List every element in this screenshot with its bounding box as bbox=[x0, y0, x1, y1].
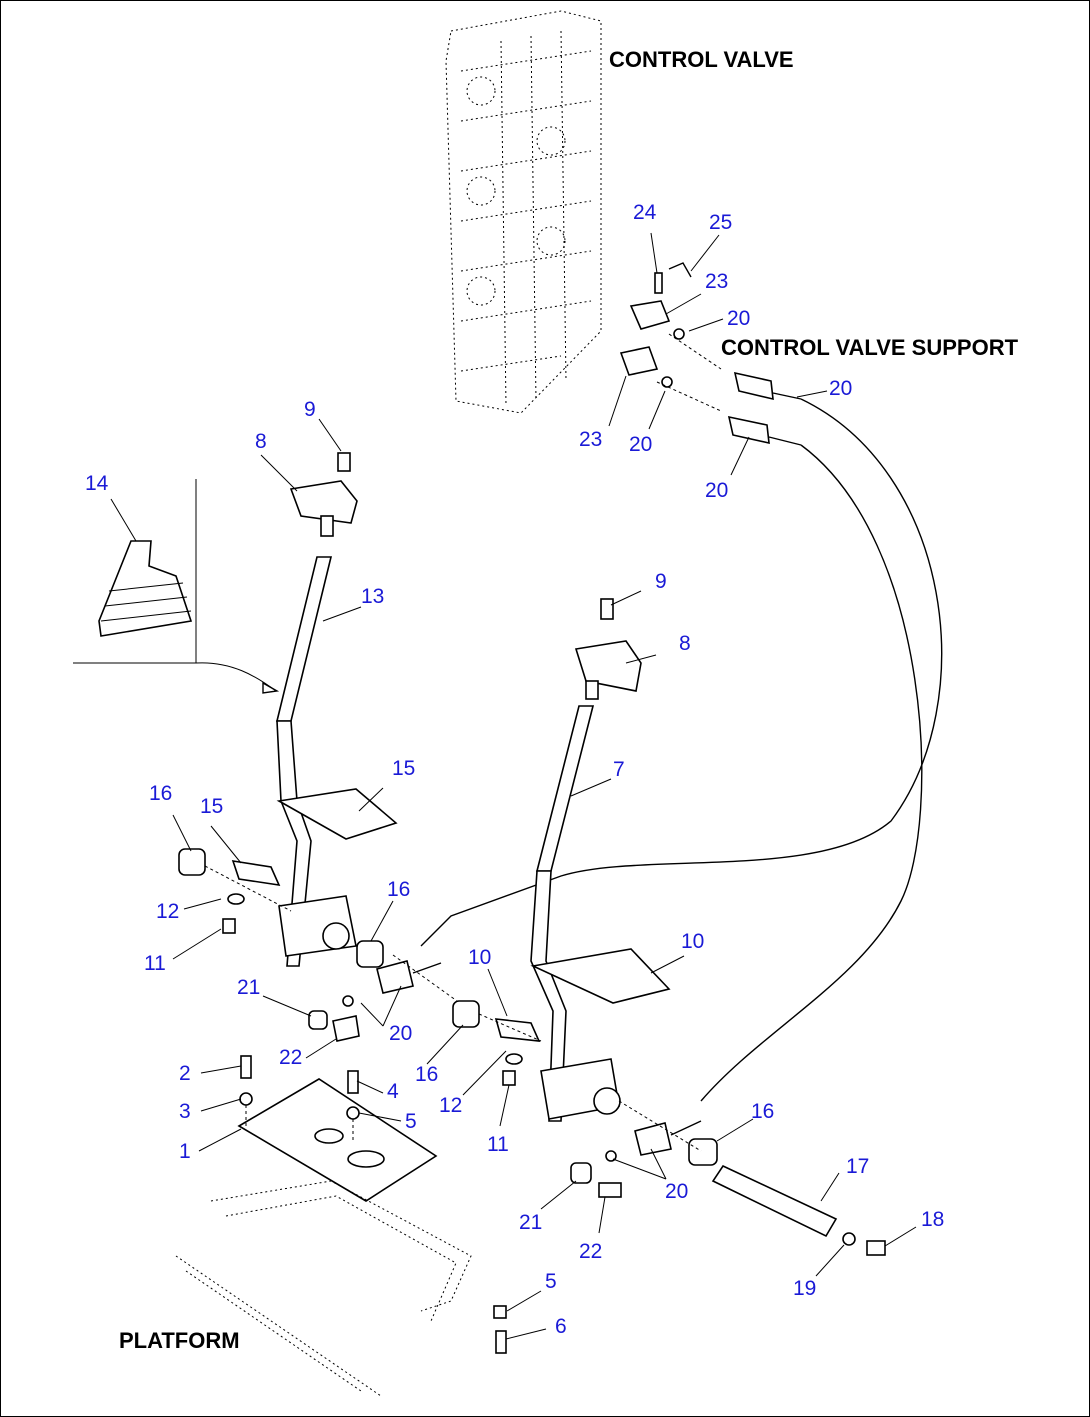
callout-23: 23 bbox=[705, 270, 729, 293]
callout-14: 14 bbox=[85, 472, 109, 495]
callout-18: 18 bbox=[921, 1208, 945, 1231]
callout-20: 20 bbox=[389, 1022, 413, 1045]
callout-17: 17 bbox=[846, 1155, 870, 1178]
callout-21: 21 bbox=[237, 976, 261, 999]
callout-10: 10 bbox=[468, 946, 492, 969]
callout-24: 24 bbox=[633, 201, 657, 224]
callout-20: 20 bbox=[727, 307, 751, 330]
control-valve-drawing bbox=[445, 10, 602, 414]
callout-11: 11 bbox=[144, 952, 166, 975]
left-lever-assembly bbox=[178, 452, 472, 1042]
callout-7: 7 bbox=[613, 758, 625, 781]
callout-9: 9 bbox=[655, 570, 667, 593]
caption-control-valve: CONTROL VALVE bbox=[609, 47, 794, 72]
callout-9: 9 bbox=[304, 398, 316, 421]
callout-16: 16 bbox=[387, 878, 411, 901]
callout-5: 5 bbox=[545, 1270, 557, 1293]
callout-2: 2 bbox=[179, 1062, 191, 1085]
callout-8: 8 bbox=[679, 632, 691, 655]
base-plate-and-platform bbox=[175, 1055, 507, 1397]
callout-20: 20 bbox=[665, 1180, 689, 1203]
callout-15: 15 bbox=[392, 757, 416, 780]
callout-22: 22 bbox=[579, 1240, 603, 1263]
callout-6: 6 bbox=[555, 1315, 567, 1338]
callout-16: 16 bbox=[415, 1063, 439, 1086]
caption-platform: PLATFORM bbox=[119, 1328, 240, 1353]
callout-16: 16 bbox=[751, 1100, 775, 1123]
callout-13: 13 bbox=[361, 585, 385, 608]
callout-4: 4 bbox=[387, 1080, 399, 1103]
leader-lines bbox=[110, 232, 917, 1340]
callout-16: 16 bbox=[149, 782, 173, 805]
callout-8: 8 bbox=[255, 430, 267, 453]
callout-20: 20 bbox=[629, 433, 653, 456]
callout-20: 20 bbox=[705, 479, 729, 502]
callout-15: 15 bbox=[200, 795, 224, 818]
callout-1: 1 bbox=[179, 1140, 191, 1163]
callout-3: 3 bbox=[179, 1100, 191, 1123]
callout-19: 19 bbox=[793, 1277, 817, 1300]
callout-20: 20 bbox=[829, 377, 853, 400]
callout-22: 22 bbox=[279, 1046, 303, 1069]
callout-12: 12 bbox=[439, 1094, 463, 1117]
callout-21: 21 bbox=[519, 1211, 543, 1234]
callout-23: 23 bbox=[579, 428, 603, 451]
callout-12: 12 bbox=[156, 900, 180, 923]
callout-25: 25 bbox=[709, 211, 733, 234]
callout-11: 11 bbox=[487, 1133, 509, 1156]
caption-control-valve-support: CONTROL VALVE SUPPORT bbox=[721, 335, 1019, 360]
support-brackets bbox=[619, 262, 722, 412]
control-cables bbox=[420, 371, 943, 1102]
right-lever-assembly bbox=[452, 598, 886, 1256]
callout-10: 10 bbox=[681, 930, 705, 953]
callout-5: 5 bbox=[405, 1110, 417, 1133]
lever-boot-inset bbox=[73, 479, 280, 694]
